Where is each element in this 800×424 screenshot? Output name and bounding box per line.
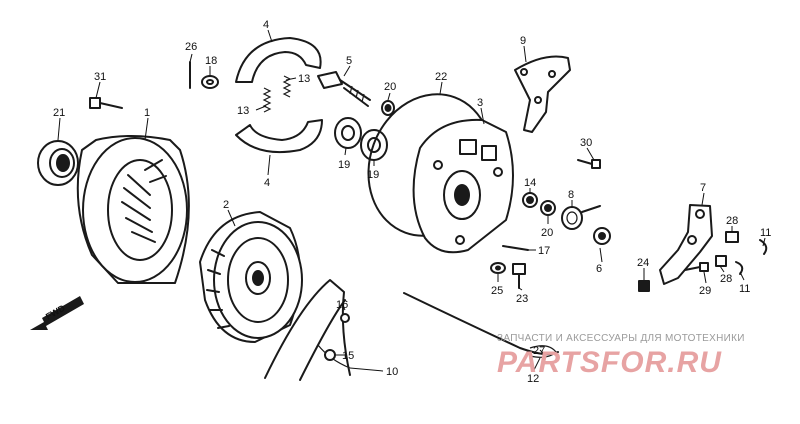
watermark: ЗАПЧАСТИ И АКСЕССУАРЫ ДЛЯ МОТОТЕХНИКИ PA… [497, 333, 745, 379]
part-o-ring-20b [540, 200, 556, 216]
part-bearing-19a [334, 117, 362, 149]
part-bolt-29 [684, 262, 709, 272]
part-nut-24 [638, 280, 650, 292]
callout-20-lower: 20 [541, 227, 553, 239]
callout-1: 1 [144, 107, 150, 119]
callout-8: 8 [568, 189, 574, 201]
part-brake-shoe-upper [235, 37, 322, 83]
callout-28-upper: 28 [726, 215, 738, 227]
callout-12: 12 [527, 373, 539, 385]
callout-2: 2 [223, 199, 229, 211]
part-washer-14 [522, 192, 538, 208]
callout-29: 29 [699, 285, 711, 297]
callout-23: 23 [516, 293, 528, 305]
part-brake-rod [403, 292, 559, 358]
watermark-brand: PARTSFOR.RU [497, 346, 722, 379]
callout-16: 16 [336, 299, 348, 311]
part-bracket-9 [514, 55, 571, 133]
callout-7: 7 [700, 182, 706, 194]
callout-3: 3 [477, 97, 483, 109]
callout-13-right: 13 [298, 73, 310, 85]
part-brake-shoe-lower [235, 119, 323, 154]
part-collar-6 [593, 227, 611, 245]
part-return-spring [561, 205, 601, 230]
callout-11-lower: 11 [739, 283, 750, 295]
callout-14: 14 [524, 177, 536, 189]
part-brake-arm-plate [264, 279, 351, 381]
part-brake-cam-shaft [317, 71, 371, 107]
callout-19-left: 19 [338, 159, 350, 171]
callout-31: 31 [94, 71, 106, 83]
callout-9: 9 [520, 35, 526, 47]
part-brake-drum-housing [76, 135, 190, 284]
part-pin-28b [715, 255, 727, 267]
callout-26: 26 [185, 41, 197, 53]
part-o-ring-20a [381, 100, 395, 116]
callout-4-upper: 4 [263, 19, 269, 31]
part-oil-seal [37, 140, 79, 186]
fwd-arrow-icon [30, 296, 84, 330]
callout-30: 30 [580, 137, 592, 149]
callout-21: 21 [53, 107, 65, 119]
callout-27: 27 [533, 345, 545, 357]
callout-17: 17 [538, 245, 550, 257]
callout-15: 15 [342, 350, 354, 362]
callout-10: 10 [386, 366, 398, 378]
part-cotter-pin-11b [735, 261, 744, 275]
callout-18: 18 [205, 55, 217, 67]
callout-11-upper: 11 [760, 227, 771, 239]
part-washer-18 [201, 75, 219, 89]
part-nut-23 [512, 263, 526, 289]
part-shoe-spring-left [262, 87, 272, 113]
part-wheel-hub-drum [199, 211, 303, 343]
callout-5: 5 [346, 55, 352, 67]
callout-6: 6 [596, 263, 602, 275]
callout-25: 25 [491, 285, 503, 297]
part-bolt-30 [577, 159, 601, 169]
watermark-caption: ЗАПЧАСТИ И АКСЕССУАРЫ ДЛЯ МОТОТЕХНИКИ [497, 333, 745, 344]
callout-22: 22 [435, 71, 447, 83]
part-bolt-31 [89, 97, 123, 109]
callout-13-left: 13 [237, 105, 249, 117]
part-cotter-pin-11a [759, 239, 768, 255]
part-pin-28a [725, 231, 739, 243]
part-stud-bolt [502, 245, 529, 251]
callout-28-lower: 28 [720, 273, 732, 285]
leader-lines [57, 29, 766, 372]
callout-labels: 1 2 3 4 4 5 6 7 8 9 10 11 11 12 13 13 14… [53, 19, 771, 385]
callout-24: 24 [637, 257, 649, 269]
part-brake-panel [412, 118, 514, 254]
callout-20-upper: 20 [384, 81, 396, 93]
part-brake-arm [659, 204, 713, 285]
part-washer-25 [490, 262, 506, 274]
callout-4-lower: 4 [264, 177, 270, 189]
callout-19-right: 19 [367, 169, 379, 181]
